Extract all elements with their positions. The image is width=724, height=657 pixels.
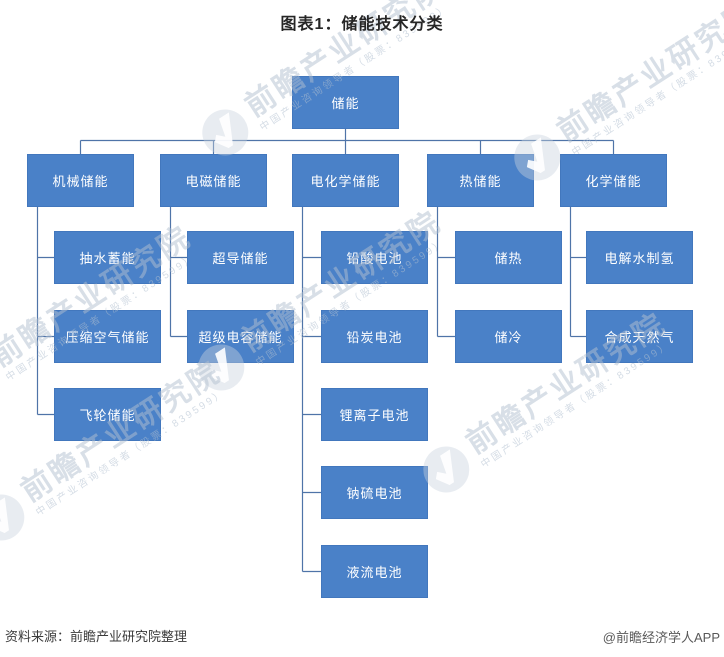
leaf-heat-storage: 储热 bbox=[455, 231, 562, 284]
node-electromagnetic: 电磁储能 bbox=[160, 154, 267, 207]
chart-title: 图表1：储能技术分类 bbox=[280, 16, 444, 33]
leaf-synthetic-natural-gas: 合成天然气 bbox=[586, 310, 693, 363]
leaf-compressed-air: 压缩空气储能 bbox=[54, 310, 161, 363]
leaf-cold-storage: 储冷 bbox=[455, 310, 562, 363]
node-energy-storage: 储能 bbox=[292, 76, 399, 129]
node-mechanical: 机械储能 bbox=[27, 154, 134, 207]
leaf-lead-carbon: 铅炭电池 bbox=[321, 310, 428, 363]
leaf-superconducting: 超导储能 bbox=[187, 231, 294, 284]
node-thermal: 热储能 bbox=[427, 154, 534, 207]
leaf-electrolysis-hydrogen: 电解水制氢 bbox=[586, 231, 693, 284]
credit-note: @前瞻经济学人APP bbox=[602, 630, 720, 645]
leaf-sodium-sulfur: 钠硫电池 bbox=[321, 466, 428, 519]
leaf-flow-battery: 液流电池 bbox=[321, 545, 428, 598]
leaf-lead-acid: 铅酸电池 bbox=[321, 231, 428, 284]
leaf-lithium-ion: 锂离子电池 bbox=[321, 388, 428, 441]
leaf-supercapacitor: 超级电容储能 bbox=[187, 310, 294, 363]
leaf-flywheel: 飞轮储能 bbox=[54, 388, 161, 441]
node-electrochemical: 电化学储能 bbox=[292, 154, 399, 207]
node-chemical: 化学储能 bbox=[560, 154, 667, 207]
leaf-pumped-hydro: 抽水蓄能 bbox=[54, 231, 161, 284]
source-note: 资料来源：前瞻产业研究院整理 bbox=[5, 629, 188, 644]
